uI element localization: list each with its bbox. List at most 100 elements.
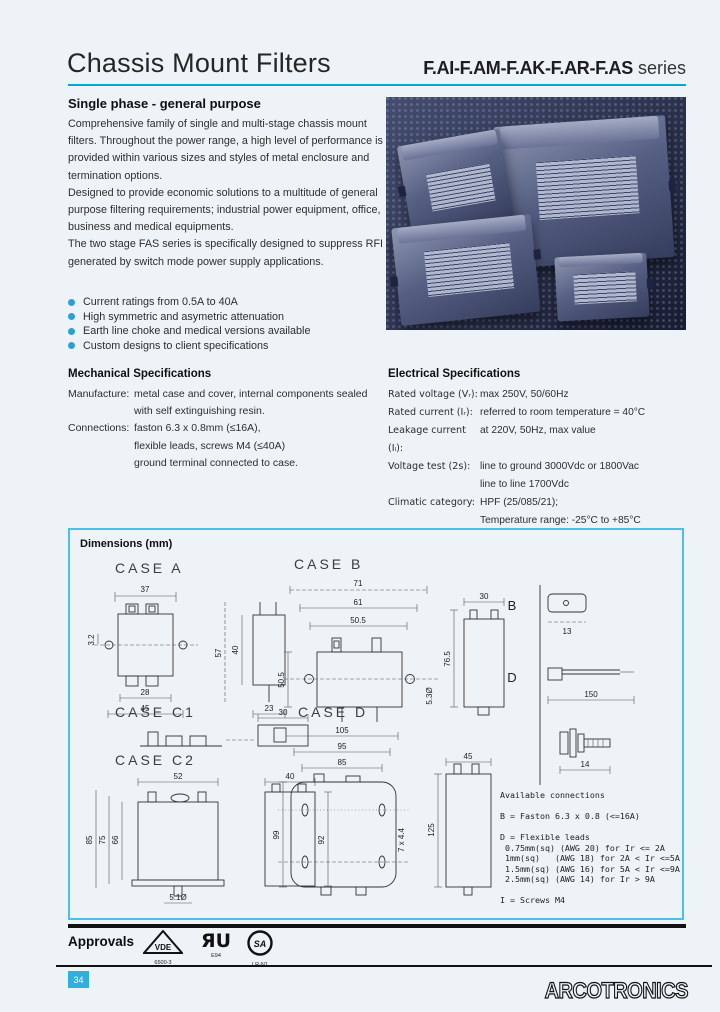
spec-line: with self extinguishing resin.: [134, 405, 265, 418]
intro-paragraph: The two stage FAS series is specifically…: [68, 238, 384, 268]
vde-triangle-icon: VDE: [141, 929, 185, 954]
bullet-icon: [68, 342, 75, 350]
spec-row: line to line 1700Vdc: [388, 476, 688, 494]
vde-caption: 6500-3: [154, 960, 172, 966]
page-number-badge: 34: [68, 971, 89, 988]
spec-row: Rated voltage (Vᵣ):max 250V, 50/60Hz: [388, 386, 688, 404]
dim-label: 28: [141, 688, 150, 697]
case-a-label: CASE A: [115, 560, 184, 576]
spec-line: flexible leads, screws M4 (≤40A): [134, 439, 286, 452]
footer-rule: [56, 965, 712, 967]
ul-caption: E94: [211, 953, 221, 959]
dim-label: 5.3Ø: [425, 687, 434, 704]
intro-paragraph: Comprehensive family of single and multi…: [68, 118, 383, 182]
header-rule: [68, 84, 686, 86]
case-d-drawing: 105 95 85 99 7 x 4.4 45 125: [272, 726, 492, 896]
electrical-heading: Electrical Specifications: [388, 368, 521, 380]
product-photo: [386, 97, 686, 330]
case-c2-label: CASE C2: [115, 752, 196, 768]
spec-value: metal case and cover, internal component…: [134, 386, 367, 420]
spec-row: Leakage current (Iₗ): at 220V, 50Hz, max …: [388, 422, 688, 458]
spec-label: Leakage current (Iₗ):: [388, 425, 466, 454]
dim-label: 13: [563, 627, 572, 636]
case-b-drawing: 71 61 50.5 50.5 5.3Ø 30 76.5: [277, 579, 505, 722]
dim-label: 71: [354, 579, 363, 588]
approvals-divider: [68, 924, 686, 928]
spec-row: Connections: faston 6.3 x 0.8mm (≤16A), …: [68, 420, 388, 472]
case-c2-drawing: 52 85 75 66 5.1Ø 40 92: [85, 772, 332, 904]
list-item: Custom designs to client specifications: [68, 339, 386, 354]
dim-label: 3.2: [87, 634, 96, 646]
dim-label: 30: [279, 708, 288, 717]
case-c1-label: CASE C1: [115, 704, 196, 720]
series-code: F.AI-F.AM-F.AK-F.AR-F.AS: [423, 58, 633, 78]
bullet-text: High symmetric and asymetric attenuation: [83, 310, 285, 323]
spec-line: ground terminal connected to case.: [134, 456, 299, 469]
dim-label: 61: [354, 598, 363, 607]
dim-label: 45: [464, 752, 473, 761]
electrical-specs: Rated voltage (Vᵣ):max 250V, 50/60Hz Rat…: [388, 386, 688, 530]
bullet-icon: [68, 313, 75, 321]
spec-value: HPF (25/085/21);: [480, 497, 559, 508]
case-b-label: CASE B: [294, 556, 364, 572]
approvals-heading: Approvals: [68, 934, 135, 949]
series-suffix: series: [637, 58, 686, 78]
dim-label: 40: [286, 772, 295, 781]
spec-label: Voltage test (2s):: [388, 461, 471, 472]
spec-row: Climatic category:HPF (25/085/21);: [388, 494, 688, 512]
spec-line: faston 6.3 x 0.8mm (≤16A),: [134, 422, 261, 435]
bullet-icon: [68, 327, 75, 335]
mechanical-heading: Mechanical Specifications: [68, 368, 212, 380]
dim-label: 150: [584, 690, 598, 699]
spec-value: Temperature range: -25°C to +85°C: [480, 515, 641, 526]
bullet-text: Earth line choke and medical versions av…: [83, 325, 311, 337]
feature-list: Current ratings from 0.5A to 40A High sy…: [68, 295, 386, 353]
dim-label: 50.5: [277, 672, 286, 688]
dim-label: 95: [338, 742, 347, 751]
dimensions-panel: Dimensions (mm) CASE A 37 3.2 28 45 57 4…: [68, 528, 684, 920]
spec-row: Rated current (Iᵣ):referred to room temp…: [388, 404, 688, 422]
dim-label: 40: [231, 645, 240, 654]
spec-value: line to line 1700Vdc: [480, 479, 569, 490]
dim-label: 14: [581, 760, 590, 769]
filter-photo-box-bottom-left: [390, 213, 542, 327]
list-item: High symmetric and asymetric attenuation: [68, 310, 386, 325]
bullet-text: Custom designs to client specifications: [83, 339, 269, 352]
intro-paragraph: Designed to provide economic solutions t…: [68, 186, 381, 234]
connection-views-drawing: B 13 D 150 14: [507, 585, 635, 785]
filter-photo-box-small: [554, 252, 655, 322]
dim-label: 50.5: [350, 616, 366, 625]
csa-circle-icon: SA: [247, 930, 273, 956]
case-d-label: CASE D: [298, 704, 369, 720]
spec-value: at 220V, 50Hz, max value: [480, 425, 596, 436]
dim-label: 37: [141, 585, 150, 594]
dim-label: 92: [317, 835, 326, 844]
available-connections-note: Available connections B = Faston 6.3 x 0…: [500, 790, 680, 905]
dim-label: 85: [85, 835, 94, 844]
spec-value: max 250V, 50/60Hz: [480, 389, 569, 400]
vde-mark: VDE: [155, 943, 172, 952]
list-item: Current ratings from 0.5A to 40A: [68, 295, 386, 310]
spec-value: referred to room temperature = 40°C: [480, 407, 646, 418]
spec-row: Voltage test (2s):line to ground 3000Vdc…: [388, 458, 688, 476]
spec-row: Temperature range: -25°C to +85°C: [388, 512, 688, 530]
dim-label: 105: [335, 726, 349, 735]
dim-label: 7 x 4.4: [397, 827, 406, 852]
ul-mark-icon: ЯU: [200, 930, 232, 952]
dim-label: 99: [272, 830, 281, 839]
dim-label: 30: [480, 592, 489, 601]
section-heading: Single phase - general purpose: [68, 96, 261, 111]
spec-label: Manufacture:: [68, 388, 130, 400]
page-title: Chassis Mount Filters: [67, 48, 331, 78]
csa-mark: SA: [254, 939, 267, 949]
spec-label: [388, 476, 480, 494]
csa-logo: SA LR-N1: [242, 930, 278, 968]
vde-logo: VDE 6500-3: [141, 929, 185, 966]
conn-b-label: B: [508, 598, 517, 613]
dimensions-heading: Dimensions (mm): [80, 538, 173, 550]
dim-label: 23: [265, 704, 274, 713]
dim-label: 76.5: [443, 651, 452, 667]
mechanical-specs: Manufacture: metal case and cover, inter…: [68, 386, 388, 472]
spec-value: faston 6.3 x 0.8mm (≤16A), flexible lead…: [134, 420, 298, 472]
ul-logo: ЯU E94: [196, 930, 236, 959]
